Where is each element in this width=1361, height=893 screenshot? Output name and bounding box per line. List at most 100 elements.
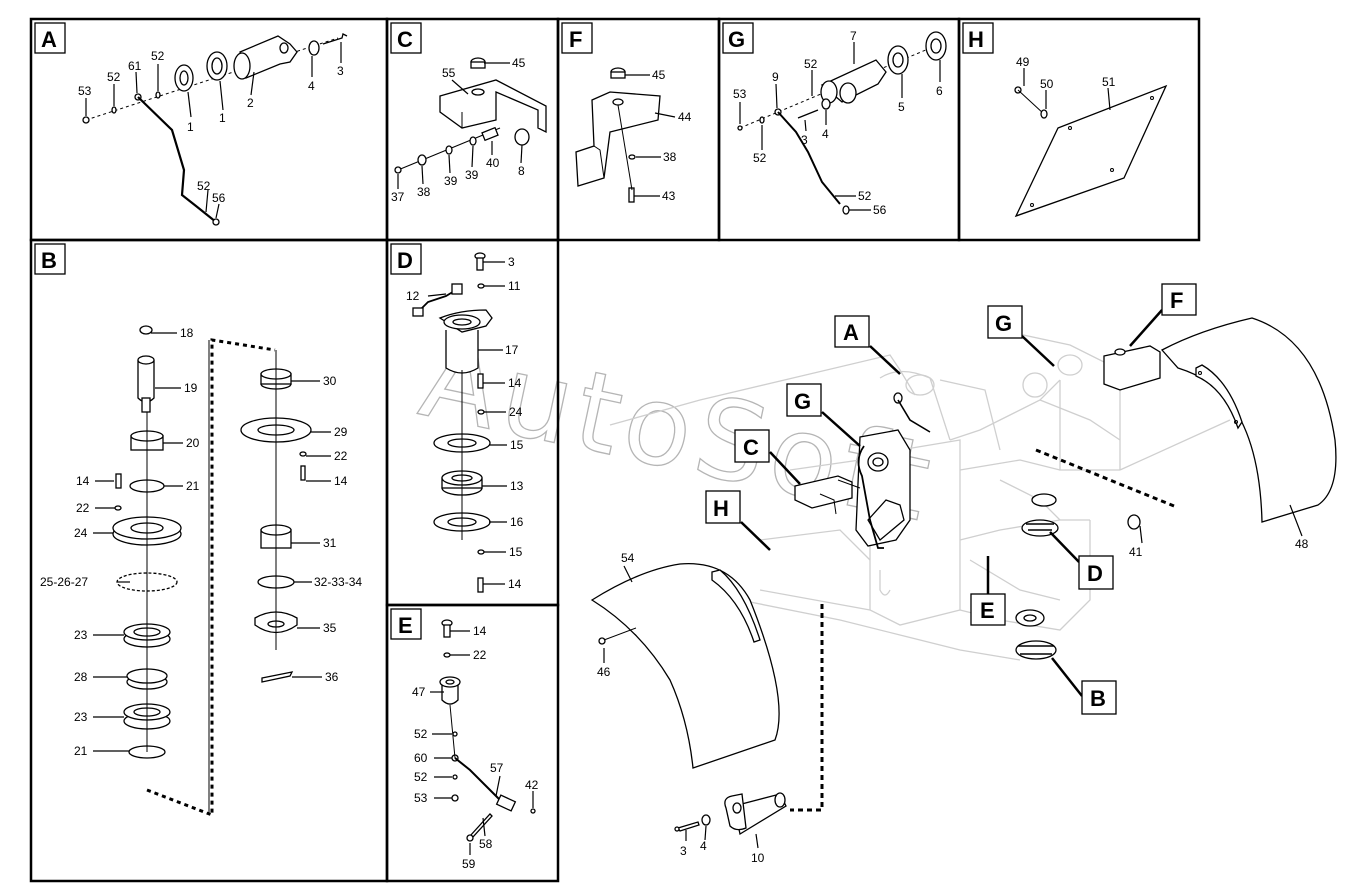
label-c-39: 39 — [444, 174, 458, 188]
label-b-14b: 14 — [334, 474, 348, 488]
label-g-53: 53 — [733, 87, 747, 101]
panel-label-c: C — [397, 27, 413, 52]
callout-f: F — [1170, 288, 1183, 313]
label-e-60: 60 — [414, 751, 428, 765]
callout-e: E — [980, 598, 995, 623]
label-d-14b: 14 — [508, 577, 522, 591]
panel-label-f: F — [569, 27, 582, 52]
label-a-1: 1 — [187, 120, 194, 134]
panel-h: 49 50 51 — [1014, 55, 1168, 218]
label-g-6: 6 — [936, 84, 943, 98]
label-main-3: 3 — [680, 844, 687, 858]
callout-b: B — [1090, 686, 1106, 711]
label-b-22: 22 — [76, 501, 90, 515]
label-main-4: 4 — [700, 839, 707, 853]
label-e-57: 57 — [490, 761, 504, 775]
label-h-51: 51 — [1102, 75, 1116, 89]
label-b-36: 36 — [325, 670, 339, 684]
label-a-56: 56 — [212, 191, 226, 205]
label-g-3: 3 — [801, 133, 808, 147]
label-b-14: 14 — [76, 474, 90, 488]
label-e-58: 58 — [479, 837, 493, 851]
panel-e: 14 22 47 52 60 52 53 57 42 58 59 — [412, 619, 539, 871]
label-e-52: 52 — [414, 727, 428, 741]
label-h-49: 49 — [1016, 55, 1030, 69]
label-g-4: 4 — [822, 127, 829, 141]
label-c-39b: 39 — [465, 168, 479, 182]
callout-c: C — [743, 435, 759, 460]
label-g-5: 5 — [898, 100, 905, 114]
label-b-23: 23 — [74, 628, 88, 642]
label-a-2: 2 — [247, 96, 254, 110]
label-b-29: 29 — [334, 425, 348, 439]
label-g-52c: 52 — [858, 189, 872, 203]
label-d-15: 15 — [510, 438, 524, 452]
label-e-59: 59 — [462, 857, 476, 871]
panel-label-b: B — [41, 248, 57, 273]
label-c-55: 55 — [442, 66, 456, 80]
callout-d: D — [1087, 561, 1103, 586]
panel-letters: A B C D E F G H — [34, 22, 994, 640]
label-b-19: 19 — [184, 381, 198, 395]
panel-frames — [29, 17, 1201, 883]
label-main-54: 54 — [621, 551, 635, 565]
label-b-21: 21 — [186, 479, 200, 493]
label-e-14: 14 — [473, 624, 487, 638]
label-a-52b: 52 — [151, 49, 165, 63]
panel-f: 45 44 38 43 — [575, 67, 692, 203]
label-c-38: 38 — [417, 185, 431, 199]
label-g-56: 56 — [873, 203, 887, 217]
callout-a: A — [843, 320, 859, 345]
label-f-43: 43 — [662, 189, 676, 203]
panel-label-d: D — [397, 248, 413, 273]
label-b-23b: 23 — [74, 710, 88, 724]
callout-g-top: G — [995, 311, 1012, 336]
label-f-44: 44 — [678, 110, 692, 124]
label-main-46: 46 — [597, 665, 611, 679]
label-c-40: 40 — [486, 156, 500, 170]
label-a-4: 4 — [308, 79, 315, 93]
label-g-52: 52 — [804, 57, 818, 71]
label-f-45: 45 — [652, 68, 666, 82]
panel-g: 7 52 53 9 3 4 5 6 52 52 56 — [733, 29, 947, 217]
panel-b: 18 19 20 14 21 22 24 25-26-27 23 28 23 2… — [40, 325, 362, 818]
label-main-48: 48 — [1295, 537, 1309, 551]
panel-a: 53 52 61 52 1 1 2 4 3 52 56 — [78, 33, 348, 226]
label-e-42: 42 — [525, 778, 539, 792]
label-g-52b: 52 — [753, 151, 767, 165]
label-main-10: 10 — [751, 851, 765, 865]
label-b-31: 31 — [323, 536, 337, 550]
label-d-12: 12 — [406, 289, 420, 303]
callout-g-mid: G — [794, 389, 811, 414]
label-b-21b: 21 — [74, 744, 88, 758]
label-e-22: 22 — [473, 648, 487, 662]
label-d-15b: 15 — [509, 545, 523, 559]
label-b-32-33-34: 32-33-34 — [314, 575, 362, 589]
label-b-18: 18 — [180, 326, 194, 340]
label-g-7: 7 — [850, 29, 857, 43]
label-b-20: 20 — [186, 436, 200, 450]
label-a-61: 61 — [128, 59, 142, 73]
label-d-11: 11 — [508, 279, 521, 293]
label-a-52: 52 — [107, 70, 121, 84]
label-b-24: 24 — [74, 526, 88, 540]
label-a-1b: 1 — [219, 111, 226, 125]
label-a-52c: 52 — [197, 179, 211, 193]
label-d-17: 17 — [505, 343, 519, 357]
label-b-35: 35 — [323, 621, 337, 635]
label-h-50: 50 — [1040, 77, 1054, 91]
label-d-3: 3 — [508, 255, 515, 269]
label-g-9: 9 — [772, 70, 779, 84]
label-d-16: 16 — [510, 515, 524, 529]
panel-d: 3 11 12 17 14 24 15 13 16 15 14 — [406, 252, 524, 593]
label-e-52b: 52 — [414, 770, 428, 784]
label-b-22b: 22 — [334, 449, 348, 463]
panel-label-g: G — [728, 27, 745, 52]
panel-label-e: E — [398, 613, 413, 638]
callouts: A B C D E F G G H — [705, 283, 1197, 715]
label-d-13: 13 — [510, 479, 524, 493]
label-d-24: 24 — [509, 405, 523, 419]
panel-label-h: H — [968, 27, 984, 52]
label-c-45: 45 — [512, 56, 526, 70]
